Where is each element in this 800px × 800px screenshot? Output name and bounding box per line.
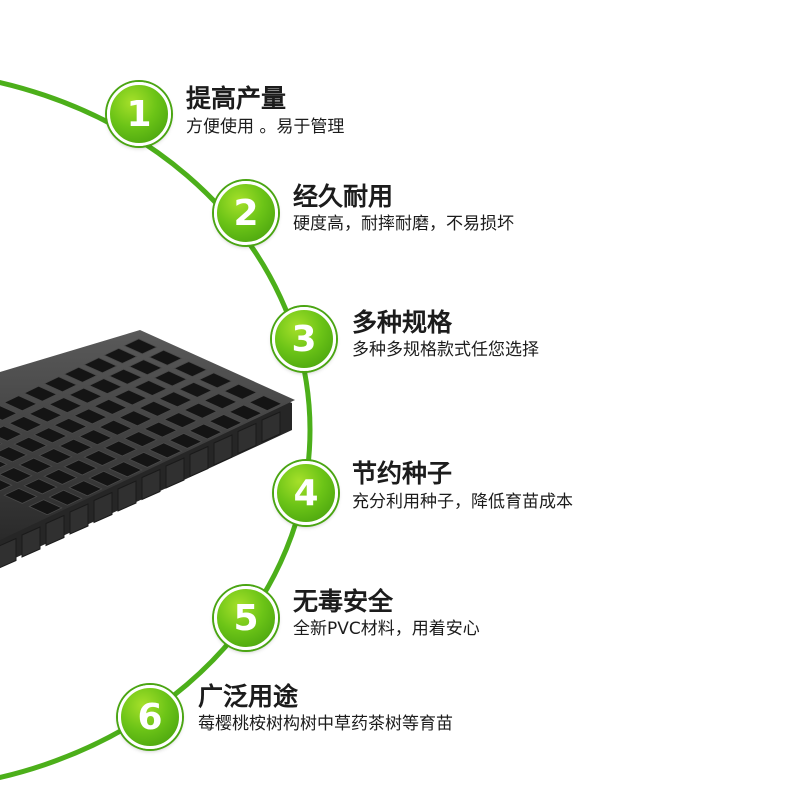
tray-front-cell [21, 526, 41, 558]
tray-cell [183, 402, 218, 419]
feature-title: 经久耐用 [293, 182, 394, 211]
tray-cell [158, 391, 193, 408]
feature-description: 硬度高，耐摔耐磨，不易损坏 [293, 214, 514, 234]
tray-front-cell [45, 514, 65, 547]
tray-cell [178, 381, 213, 398]
tray-cell [0, 446, 28, 463]
tray-cell [28, 406, 63, 423]
tray-cell [223, 383, 258, 400]
tray-cell [138, 400, 173, 417]
tray-cell [98, 419, 133, 436]
tray-cell [128, 451, 163, 468]
tray-cell [43, 376, 78, 393]
tray-cell [108, 461, 143, 478]
feature-description: 全新PVC材料，用着安心 [293, 619, 480, 639]
tray-cell [23, 478, 58, 495]
tray-cell [0, 479, 13, 492]
tray-front-cell [237, 422, 257, 455]
tray-cell [198, 372, 233, 389]
tray-cell [173, 361, 208, 378]
tray-cell [43, 468, 78, 485]
feature-title: 节约种子 [352, 459, 453, 488]
feature-description: 充分利用种子，降低育苗成本 [352, 492, 573, 512]
tray-cell [163, 412, 198, 429]
tray-cell [203, 393, 238, 410]
tray-front-cell [213, 434, 233, 466]
number-badge: 1 [107, 82, 171, 146]
tray-cell [248, 395, 283, 412]
tray-cell [208, 414, 243, 430]
tray-front-cell [0, 537, 17, 569]
tray-cell [0, 425, 23, 442]
tray-cell [108, 368, 143, 385]
feature-title: 广泛用途 [198, 682, 299, 711]
tray-cell [168, 432, 203, 449]
tray-cell [0, 460, 8, 469]
feature-title: 无毒安全 [293, 587, 394, 616]
tray-cell [83, 450, 118, 466]
tray-cell [48, 489, 83, 506]
tray-cell [153, 370, 188, 387]
tray-cell [78, 429, 113, 446]
tray-cell [83, 357, 118, 374]
tray-cell [53, 417, 88, 434]
tray-cell [73, 408, 108, 425]
tray-cell [88, 470, 123, 487]
feature-description: 莓樱桃桉树构树中草药茶树等育苗 [198, 714, 453, 734]
tray-cell [48, 397, 83, 414]
tray-cell [68, 480, 103, 497]
tray-cell [3, 395, 38, 412]
tray-cell [103, 440, 138, 457]
number-badge: 2 [214, 181, 278, 245]
tray-cell [33, 427, 68, 444]
number-badge: 3 [272, 307, 336, 371]
number-badge: 4 [274, 461, 338, 525]
tray-cell [18, 457, 53, 474]
tray-front-cell [93, 491, 113, 524]
tray-cell [143, 421, 178, 438]
feature-title: 多种规格 [352, 308, 453, 337]
tray-cell [13, 436, 48, 453]
tray-cell [133, 380, 168, 396]
tray-cell [63, 366, 98, 383]
tray-front-cell [189, 445, 209, 478]
tray-cell [118, 410, 153, 427]
feature-title: 提高产量 [186, 84, 287, 113]
tray-cell [88, 378, 123, 395]
tray-front-cell [165, 457, 185, 489]
tray-cell [8, 416, 43, 432]
tray-cell [188, 423, 223, 440]
tray-cell [113, 389, 148, 406]
tray-cell [148, 442, 183, 459]
tray-cell [3, 487, 38, 504]
tray-cell [128, 359, 163, 376]
tray-cell [103, 347, 138, 364]
tray-cell [23, 385, 58, 402]
tray-cell [0, 467, 33, 484]
tray-cell [123, 431, 158, 448]
feature-description: 方便使用 。易于管理 [186, 117, 345, 137]
tray-cell [28, 499, 63, 516]
tray-front-cell [261, 411, 281, 443]
tray-cell [0, 442, 3, 445]
tray-cell [0, 405, 18, 421]
tray-front-cell [141, 468, 161, 501]
tray-cell [63, 459, 98, 476]
number-badge: 5 [214, 586, 278, 650]
feature-description: 多种多规格款式任您选择 [352, 340, 539, 360]
tray-front-cell [117, 480, 137, 512]
tray-cell [148, 349, 183, 366]
tray-cell [38, 448, 73, 465]
tray-front-cell [69, 503, 89, 535]
tray-cell [228, 404, 263, 421]
tray-cell [68, 387, 103, 404]
tray-cell [93, 398, 128, 415]
number-badge: 6 [118, 685, 182, 749]
tray-cell [58, 438, 93, 455]
tray-cell [123, 338, 158, 355]
